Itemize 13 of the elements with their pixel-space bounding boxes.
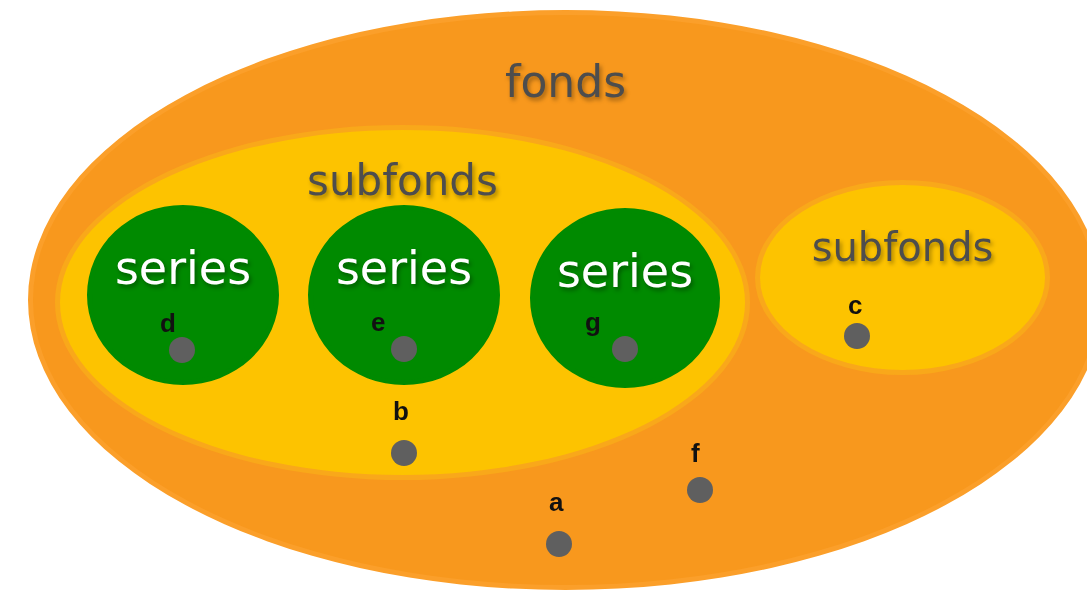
point-label: g [585, 309, 601, 335]
region-title: series [334, 245, 474, 291]
region-title: fonds [503, 60, 628, 104]
region-title: series [113, 245, 253, 291]
point-label: b [393, 398, 409, 424]
region-title: subfonds [810, 227, 995, 267]
point-label: e [371, 309, 386, 335]
region-title: subfonds [306, 160, 499, 202]
region-title: series [555, 248, 695, 294]
point-label: f [691, 440, 700, 466]
point-label: c [848, 292, 863, 318]
point-label: a [549, 489, 564, 515]
point-label: d [160, 310, 176, 336]
